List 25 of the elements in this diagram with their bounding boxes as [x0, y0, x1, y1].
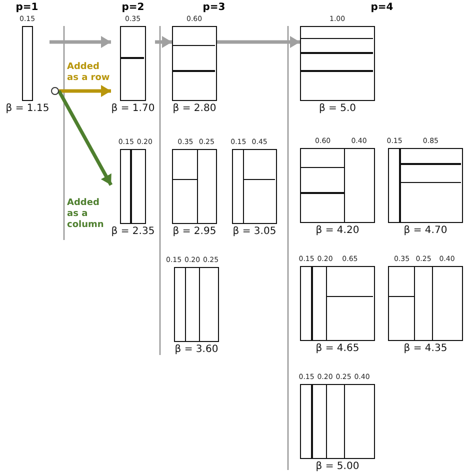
- beta-value: β = 5.00: [316, 460, 360, 473]
- arrow: [59, 85, 111, 97]
- beta-value: β = 4.35: [404, 342, 448, 355]
- beta-value: β = 1.15: [6, 102, 50, 115]
- edge-label: Added as a row: [67, 62, 111, 84]
- arrow: [57, 90, 113, 186]
- beta-value: β = 3.05: [232, 225, 276, 238]
- beta-value: β = 1.70: [111, 102, 155, 115]
- beta-value: β = 4.70: [404, 224, 448, 237]
- beta-value: β = 5.0: [318, 102, 356, 115]
- arrow: [50, 36, 111, 48]
- beta-value: β = 4.20: [316, 224, 360, 237]
- column-heading: p=1: [16, 2, 38, 13]
- junction-circle: [51, 87, 59, 95]
- column-heading: p=2: [122, 2, 144, 13]
- beta-value: β = 2.35: [111, 225, 155, 238]
- column-heading: p=4: [370, 2, 394, 13]
- beta-value: β = 4.65: [316, 342, 360, 355]
- arrow: [155, 36, 172, 48]
- beta-value: β = 2.95: [172, 225, 216, 238]
- beta-value: β = 3.60: [174, 343, 218, 356]
- column-heading: p=3: [202, 2, 226, 13]
- arrow: [217, 36, 300, 48]
- edge-label: Added as a column: [67, 198, 105, 231]
- beta-value: β = 2.80: [172, 102, 216, 115]
